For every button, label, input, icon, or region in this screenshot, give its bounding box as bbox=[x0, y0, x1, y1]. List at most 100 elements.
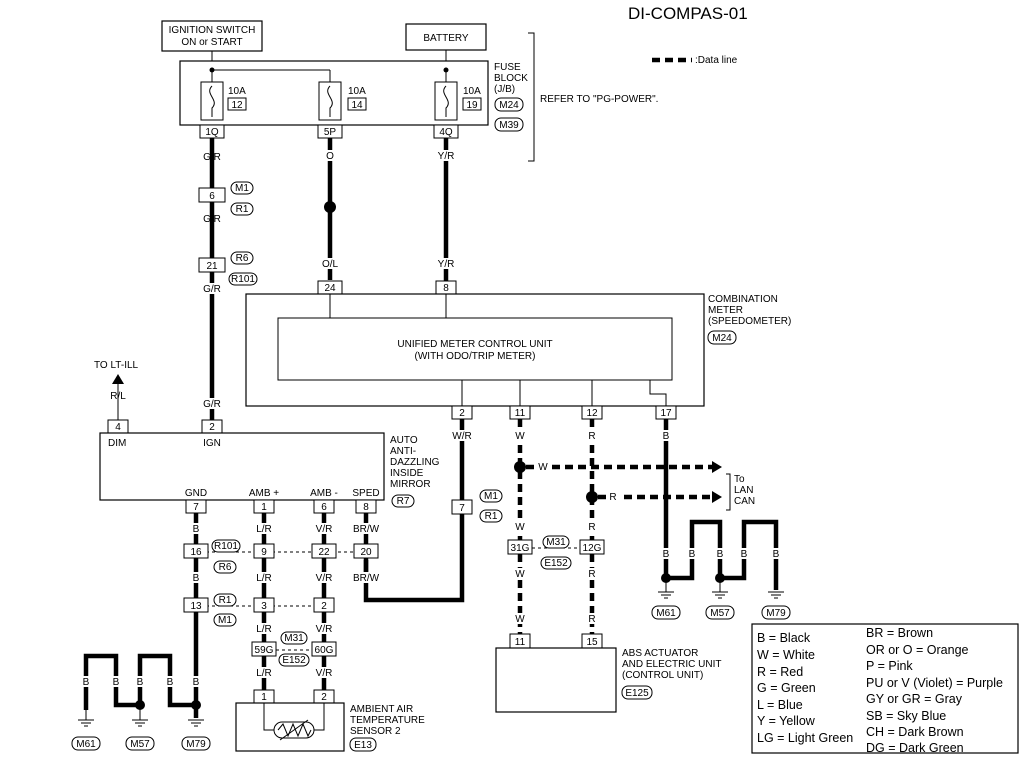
fuse-connector-m39: M39 bbox=[499, 120, 519, 131]
legend-right-5: SB = Sky Blue bbox=[866, 709, 946, 723]
wire-label-y-r-1: Y/R bbox=[438, 151, 455, 162]
fuse-3-number: 19 bbox=[466, 100, 478, 111]
pin-8-mirror: 8 bbox=[363, 502, 369, 513]
wire-label-v-r-2: V/R bbox=[316, 573, 333, 584]
sensor-label-1: AMBIENT AIR bbox=[350, 704, 413, 715]
combination-meter-label-1: COMBINATION bbox=[708, 294, 778, 305]
wire-label-r-4: R bbox=[588, 614, 595, 625]
pin-24-meter: 24 bbox=[324, 283, 336, 294]
wire-label-g-r-3: G/R bbox=[203, 284, 221, 295]
fuse-block-label-2: BLOCK bbox=[494, 73, 528, 84]
pin-16-r101: 16 bbox=[190, 547, 202, 558]
wire-label-v-r-3: V/R bbox=[316, 624, 333, 635]
mirror-lower-wires: B L/R V/R BR/W 16 9 22 20 R101 R6 B L/R bbox=[183, 513, 380, 690]
pin-15-abs: 15 bbox=[586, 637, 598, 648]
ignition-switch-box: IGNITION SWITCH ON or START bbox=[161, 20, 263, 52]
wire-label-w-1: W bbox=[515, 431, 525, 442]
wire-label-b-r5: B bbox=[773, 549, 780, 560]
wire-label-w-3: W bbox=[515, 569, 525, 580]
sensor-label-3: SENSOR 2 bbox=[350, 726, 401, 737]
wire-label-g-r-2: G/R bbox=[203, 214, 221, 225]
pin-20-r101: 20 bbox=[360, 547, 372, 558]
legend-left-0: B = Black bbox=[757, 631, 811, 645]
ignition-label-2: ON or START bbox=[181, 37, 242, 48]
pin-2-sensor: 2 bbox=[321, 692, 327, 703]
connector-r1-top: R1 bbox=[236, 204, 249, 215]
pin-13-r1: 13 bbox=[190, 601, 202, 612]
legend-left-4: L = Blue bbox=[757, 698, 803, 712]
wire-label-b-g1: B bbox=[83, 677, 90, 688]
abs-label-3: (CONTROL UNIT) bbox=[622, 670, 703, 681]
wire-label-l-r-4: L/R bbox=[256, 668, 272, 679]
fuse-1-number: 12 bbox=[231, 100, 243, 111]
mirror-label-4: INSIDE bbox=[390, 468, 424, 479]
pin-3-r1: 3 bbox=[261, 601, 267, 612]
legend-right-2: P = Pink bbox=[866, 659, 913, 673]
fuse-block: 10A 12 10A 14 10A 19 1Q 5P 4Q FUSE BLOCK… bbox=[179, 32, 658, 162]
connector-r7: R7 bbox=[397, 496, 410, 507]
legend-right-4: GY or GR = Gray bbox=[866, 692, 963, 706]
wire-label-b-r4: B bbox=[741, 549, 748, 560]
to-lt-ill: TO LT-ILL R/L bbox=[94, 360, 139, 420]
wire-label-br-w-2: BR/W bbox=[353, 573, 380, 584]
pin-11-meter: 11 bbox=[515, 408, 526, 419]
legend-right-6: CH = Dark Brown bbox=[866, 725, 964, 739]
unified-meter-label-1: UNIFIED METER CONTROL UNIT bbox=[397, 339, 552, 350]
mirror-label-1: AUTO bbox=[390, 435, 418, 446]
wire-label-b-g2: B bbox=[113, 677, 120, 688]
connector-r101-top: R101 bbox=[231, 274, 255, 285]
connector-e152-abs: E152 bbox=[544, 558, 568, 569]
ground-m57-right: M57 bbox=[710, 608, 730, 619]
pin-22-r101: 22 bbox=[318, 547, 330, 558]
wire-label-r-l: R/L bbox=[110, 391, 126, 402]
wire-label-b-r0: B bbox=[663, 431, 670, 442]
pin-12-meter: 12 bbox=[586, 408, 598, 419]
legend-left-6: LG = Light Green bbox=[757, 731, 853, 745]
pin-21-r6: 21 bbox=[206, 261, 218, 272]
pin-2-mirror: 2 bbox=[209, 422, 215, 433]
data-line-legend: :Data line bbox=[652, 55, 738, 66]
pin-7-m1: 7 bbox=[459, 503, 465, 514]
wire-label-l-r-1: L/R bbox=[256, 524, 272, 535]
unified-meter-label-2: (WITH ODO/TRIP METER) bbox=[415, 351, 536, 362]
wire-label-b-gnd-1: B bbox=[193, 524, 200, 535]
pin-4-mirror: 4 bbox=[115, 422, 121, 433]
pin-11-abs: 11 bbox=[515, 637, 526, 648]
connector-r6-bottom: R6 bbox=[219, 562, 232, 573]
wire-label-b-r1: B bbox=[663, 549, 670, 560]
abs-actuator: 11 15 ABS ACTUATOR AND ELECTRIC UNIT (CO… bbox=[495, 633, 721, 713]
connector-m1-wr: M1 bbox=[484, 491, 498, 502]
pin-6-mirror: 6 bbox=[321, 502, 327, 513]
wire-label-o: O bbox=[326, 151, 334, 162]
mirror-label-3: DAZZLING bbox=[390, 457, 440, 468]
right-grounds: B B B B B B M61 M57 M79 bbox=[651, 419, 791, 620]
fuse-block-label-3: (J/B) bbox=[494, 84, 515, 95]
connector-m31-abs: M31 bbox=[546, 537, 566, 548]
legend-right-3: PU or V (Violet) = Purple bbox=[866, 676, 1003, 690]
wire-label-l-r-2: L/R bbox=[256, 573, 272, 584]
to-lt-ill-label: TO LT-ILL bbox=[94, 360, 139, 371]
abs-label-1: ABS ACTUATOR bbox=[622, 648, 698, 659]
wire-o: O O/L 24 bbox=[317, 138, 343, 295]
wire-label-b-r2: B bbox=[689, 549, 696, 560]
pin-7-mirror: 7 bbox=[193, 502, 199, 513]
fuse-1-amps: 10A bbox=[228, 86, 246, 97]
wire-label-b-g3: B bbox=[137, 677, 144, 688]
connector-m1-bottom: M1 bbox=[218, 615, 232, 626]
wire-label-l-r-3: L/R bbox=[256, 624, 272, 635]
wire-y-r: Y/R Y/R 8 bbox=[434, 138, 458, 295]
pin-8-meter: 8 bbox=[443, 283, 449, 294]
wire-label-br-w-1: BR/W bbox=[353, 524, 380, 535]
mirror-label-2: ANTI- bbox=[390, 446, 416, 457]
ground-m57-left: M57 bbox=[130, 739, 150, 750]
pin-12g: 12G bbox=[583, 543, 602, 554]
sensor-label-2: TEMPERATURE bbox=[350, 715, 425, 726]
connector-e13: E13 bbox=[354, 740, 372, 751]
combination-meter: UNIFIED METER CONTROL UNIT (WITH ODO/TRI… bbox=[245, 293, 791, 420]
wire-label-b-g4: B bbox=[167, 677, 174, 688]
connector-m24-meter: M24 bbox=[712, 333, 732, 344]
mirror-term-sped: SPED bbox=[352, 488, 379, 499]
to-lan-label-1: To bbox=[734, 474, 745, 485]
legend-right-1: OR or O = Orange bbox=[866, 643, 969, 657]
